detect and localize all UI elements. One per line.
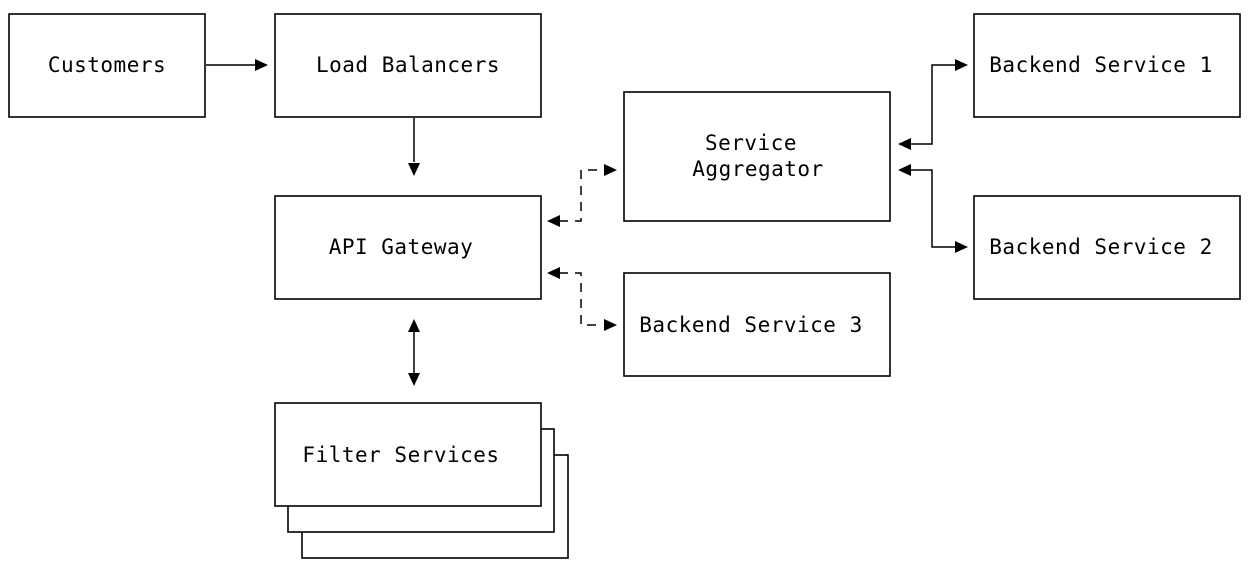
node-customers: Customers xyxy=(8,13,206,118)
edge-service-aggregator-backend-service-2 xyxy=(898,164,968,253)
node-backend-service-1: Backend Service 1 xyxy=(973,13,1241,118)
node-load-balancers: Load Balancers xyxy=(274,13,542,118)
edge-api-gateway-backend-service-3 xyxy=(547,267,617,331)
edge-customers-to-load-balancers xyxy=(206,59,268,71)
arrowhead-icon xyxy=(955,59,968,71)
node-api-gateway-label: API Gateway xyxy=(329,235,474,259)
node-backend-service-2-label: Backend Service 2 xyxy=(989,235,1212,259)
edge-api-gateway-filter-services xyxy=(408,319,420,386)
arrowhead-icon xyxy=(408,319,420,332)
node-backend-service-2: Backend Service 2 xyxy=(973,195,1241,300)
node-backend-service-3: Backend Service 3 xyxy=(623,272,891,377)
node-api-gateway: API Gateway xyxy=(274,195,542,300)
edge-api-gateway-service-aggregator xyxy=(547,164,617,227)
arrowhead-icon xyxy=(255,59,268,71)
arrowhead-icon xyxy=(408,373,420,386)
node-load-balancers-label: Load Balancers xyxy=(316,53,500,77)
arrowhead-icon xyxy=(955,241,968,253)
arrowhead-icon xyxy=(408,163,420,176)
edge-service-aggregator-backend-service-1 xyxy=(898,59,968,150)
node-filter-services: Filter Services xyxy=(274,402,569,559)
node-filter-services-label: Filter Services xyxy=(302,443,499,467)
arrowhead-icon xyxy=(547,267,560,279)
arrowhead-icon xyxy=(604,164,617,176)
arrowhead-icon xyxy=(604,319,617,331)
node-backend-service-3-label: Backend Service 3 xyxy=(639,313,862,337)
filter-services-stack-front xyxy=(274,402,542,507)
node-service-aggregator: Service Aggregator xyxy=(623,91,891,222)
node-service-aggregator-label-line2: Aggregator xyxy=(692,157,823,181)
node-service-aggregator-label-line1: Service xyxy=(705,131,797,155)
arrowhead-icon xyxy=(547,215,560,227)
arrowhead-icon xyxy=(898,138,911,150)
arrowhead-icon xyxy=(898,164,911,176)
edge-load-balancers-to-api-gateway xyxy=(408,118,420,176)
node-backend-service-1-label: Backend Service 1 xyxy=(989,53,1212,77)
node-customers-label: Customers xyxy=(48,53,166,77)
